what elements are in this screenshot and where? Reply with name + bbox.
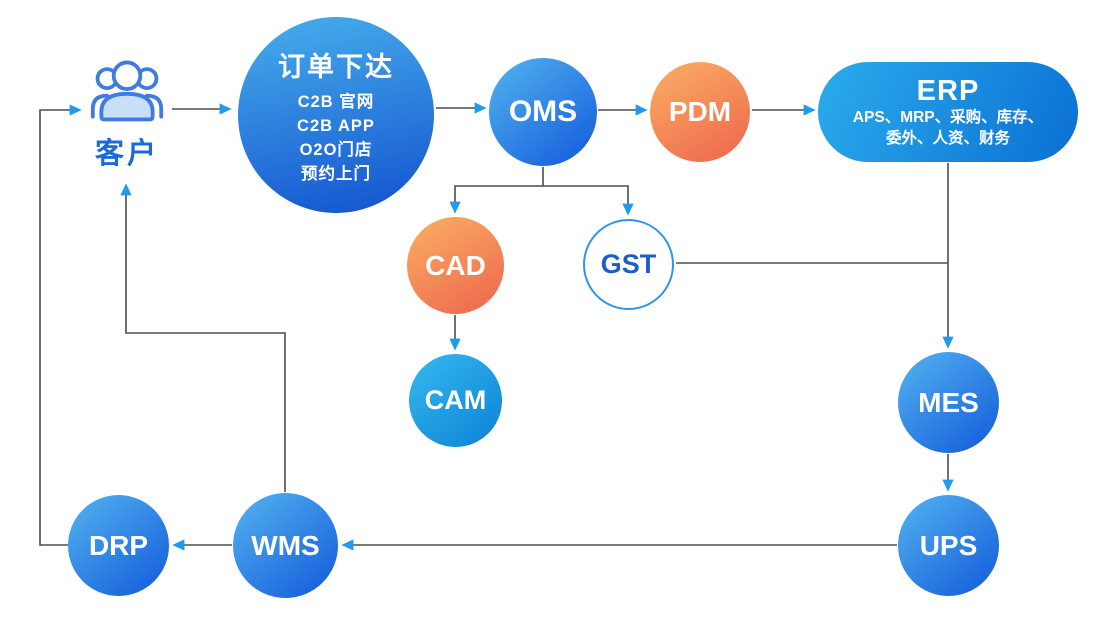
- node-cad: CAD: [407, 217, 504, 314]
- erp-title: ERP: [916, 74, 980, 107]
- cad-label: CAD: [425, 249, 486, 281]
- drp-label: DRP: [88, 529, 149, 561]
- ups-label: UPS: [919, 529, 978, 561]
- node-mes: MES: [898, 352, 999, 453]
- order-channel-c2b-web: C2B 官网: [297, 92, 375, 111]
- node-customer: 客户: [77, 52, 177, 172]
- node-drp: DRP: [68, 495, 169, 596]
- node-oms: OMS: [489, 58, 597, 166]
- oms-label: OMS: [508, 95, 578, 128]
- order-channel-c2b-app: C2B APP: [297, 116, 375, 135]
- node-wms: WMS: [233, 493, 338, 598]
- edge-oms-to-gst: [543, 185, 634, 216]
- node-gst: GST: [583, 219, 674, 310]
- order-title: 订单下达: [278, 51, 394, 82]
- customer-label: 客户: [94, 138, 159, 170]
- mes-label: MES: [918, 386, 979, 418]
- node-pdm: PDM: [650, 62, 750, 162]
- node-ups: UPS: [898, 495, 999, 596]
- edge-oms-to-cad: [449, 167, 544, 214]
- customer-group-icon: [90, 60, 164, 122]
- edge-drp-to-customer: [39, 104, 82, 546]
- order-channel-appointment: 预约上门: [301, 164, 371, 183]
- wms-label: WMS: [251, 529, 320, 561]
- node-cam: CAM: [409, 354, 502, 447]
- node-erp: ERP APS、MRP、采购、库存、 委外、人资、财务: [818, 62, 1078, 162]
- erp-modules-line2: 委外、人资、财务: [885, 129, 1010, 147]
- gst-label: GST: [600, 249, 657, 279]
- cam-label: CAM: [424, 385, 487, 415]
- node-order-placement: 订单下达 C2B 官网 C2B APP O2O门店 预约上门: [238, 17, 434, 213]
- order-channel-o2o-store: O2O门店: [299, 140, 373, 159]
- pdm-label: PDM: [668, 96, 732, 127]
- edge-wms-to-customer: [120, 183, 286, 492]
- erp-modules-line1: APS、MRP、采购、库存、: [852, 108, 1044, 126]
